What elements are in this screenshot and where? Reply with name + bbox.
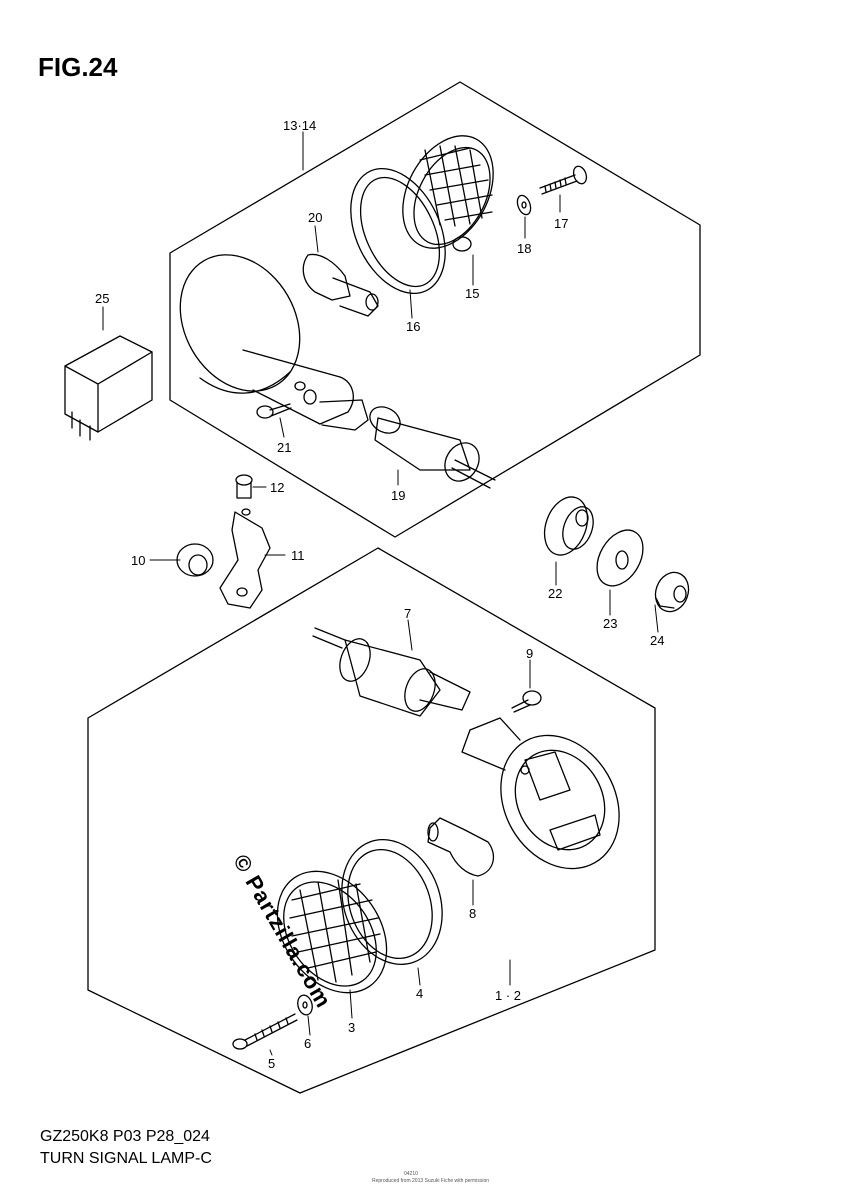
figure-name: TURN SIGNAL LAMP-C — [40, 1150, 212, 1167]
callout-3: 3 — [348, 1020, 355, 1035]
upper-washer-part — [516, 194, 532, 216]
lower-mount-screw-part — [511, 690, 542, 713]
upper-stem-part — [369, 406, 496, 489]
callout-4: 4 — [416, 986, 423, 1001]
flange-nut-part — [176, 543, 214, 577]
callout-17: 17 — [554, 216, 568, 231]
upper-assembly-frame — [169, 81, 701, 538]
callout-6: 6 — [304, 1036, 311, 1051]
callout-12: 12 — [270, 480, 284, 495]
lower-screw-part — [232, 1013, 298, 1050]
bracket-bolt-part — [235, 474, 253, 499]
callout-5: 5 — [268, 1056, 275, 1071]
callout-22: 22 — [548, 586, 562, 601]
lower-assembly-frame — [87, 547, 656, 1094]
copyright-notice: Reproduced from 2013 Suzuki Fiche with p… — [372, 1178, 489, 1184]
hex-nut-part — [654, 571, 690, 613]
upper-screw-part — [539, 165, 588, 195]
callout-7: 7 — [404, 606, 411, 621]
bracket-part — [219, 508, 271, 609]
upper-lens-part — [402, 135, 494, 252]
lower-gasket-part — [341, 839, 443, 965]
figure-title: FIG.24 — [38, 52, 118, 82]
callout-21: 21 — [277, 440, 291, 455]
upper-mount-screw-part — [256, 403, 292, 419]
callout-16: 16 — [406, 319, 420, 334]
callout-1-2: 1 · 2 — [495, 988, 521, 1003]
callout-19: 19 — [391, 488, 405, 503]
lower-stem-part — [312, 627, 471, 717]
leader-lines — [102, 131, 659, 1056]
upper-bulb-part — [302, 253, 379, 317]
callout-23: 23 — [603, 616, 617, 631]
relay-part — [64, 335, 153, 441]
large-washer-part — [596, 529, 644, 587]
callout-20: 20 — [308, 210, 322, 225]
callout-25: 25 — [95, 291, 109, 306]
callout-8: 8 — [469, 906, 476, 921]
callout-9: 9 — [526, 646, 533, 661]
upper-housing-part — [179, 254, 369, 431]
callout-15: 15 — [465, 286, 479, 301]
grommet-part — [543, 496, 594, 556]
model-code: GZ250K8 P03 P28_024 — [40, 1128, 210, 1145]
callout-24: 24 — [650, 633, 664, 648]
lower-bulb-part — [427, 817, 495, 877]
upper-gasket-part — [350, 167, 446, 295]
callout-10: 10 — [131, 553, 145, 568]
callout-labels: 13·14 15 16 17 18 19 20 21 25 12 10 11 2… — [95, 118, 664, 1071]
callout-18: 18 — [517, 241, 531, 256]
lower-housing-part — [461, 717, 620, 870]
lower-washer-part — [297, 994, 313, 1016]
callout-11: 11 — [291, 548, 305, 563]
lower-lens-part — [276, 870, 388, 994]
copyright-code: 04210 — [404, 1171, 418, 1177]
callout-13-14: 13·14 — [283, 118, 316, 133]
